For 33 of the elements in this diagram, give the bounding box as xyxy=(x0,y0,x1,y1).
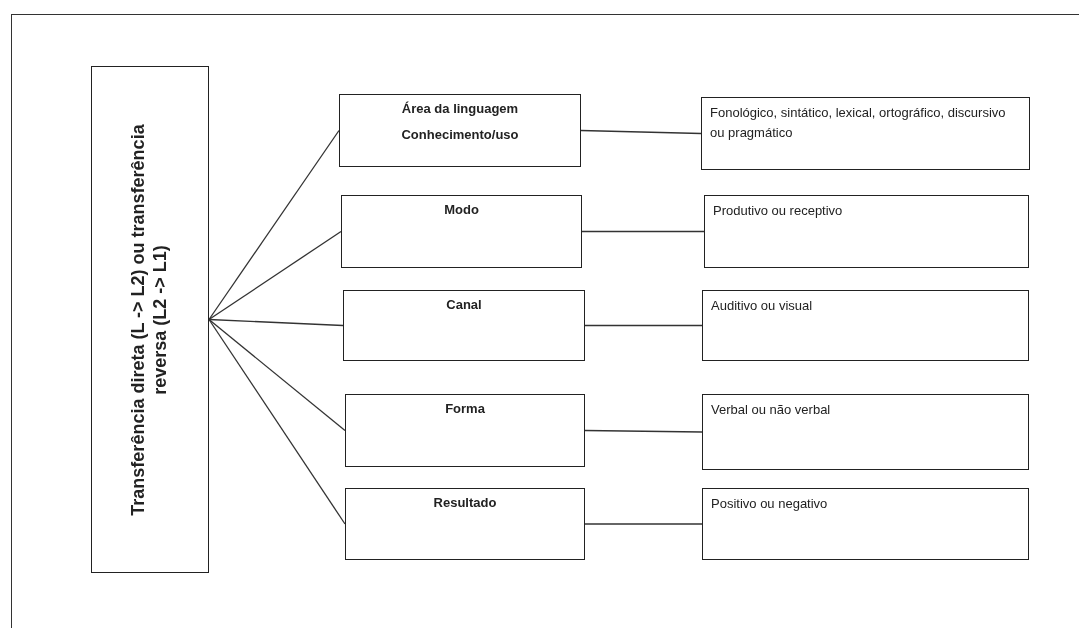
description-text: Verbal ou não verbal xyxy=(711,401,831,419)
connector-line xyxy=(208,318,344,327)
connector-line xyxy=(208,129,340,321)
description-box xyxy=(702,488,1029,560)
description-text: Positivo ou negativo xyxy=(711,495,828,513)
category-box xyxy=(343,290,585,361)
description-box xyxy=(702,394,1029,470)
category-box xyxy=(339,94,581,167)
description-text: Fonológico, sintático, lexical, ortográfico, discursivo ou pragmático xyxy=(710,104,1007,142)
category-title: Canal xyxy=(446,297,482,314)
description-box xyxy=(704,195,1029,268)
connector-line xyxy=(584,523,703,525)
category-title: Modo xyxy=(444,202,479,219)
category-title: Área da linguagem xyxy=(401,101,519,118)
description-box xyxy=(702,290,1029,361)
main-label: Transferência direta (L -> L2) ou transferência reversa (L2 -> L1) xyxy=(128,122,171,518)
category-box xyxy=(341,195,582,268)
connector-line xyxy=(208,318,346,432)
connector-line xyxy=(208,230,342,321)
connector-line xyxy=(584,429,703,433)
connector-line xyxy=(581,230,705,233)
category-title: Resultado xyxy=(433,495,497,512)
category-subtitle: Conhecimento/uso xyxy=(401,127,519,144)
category-title: Forma xyxy=(445,401,485,418)
description-box xyxy=(701,97,1030,170)
description-text: Auditivo ou visual xyxy=(711,297,813,315)
connector-line xyxy=(584,324,703,327)
connector-line xyxy=(580,129,702,135)
category-box xyxy=(345,488,585,560)
category-box xyxy=(345,394,585,467)
main-box xyxy=(91,66,209,573)
connector-line xyxy=(208,318,346,525)
description-text: Produtivo ou receptivo xyxy=(713,202,843,220)
